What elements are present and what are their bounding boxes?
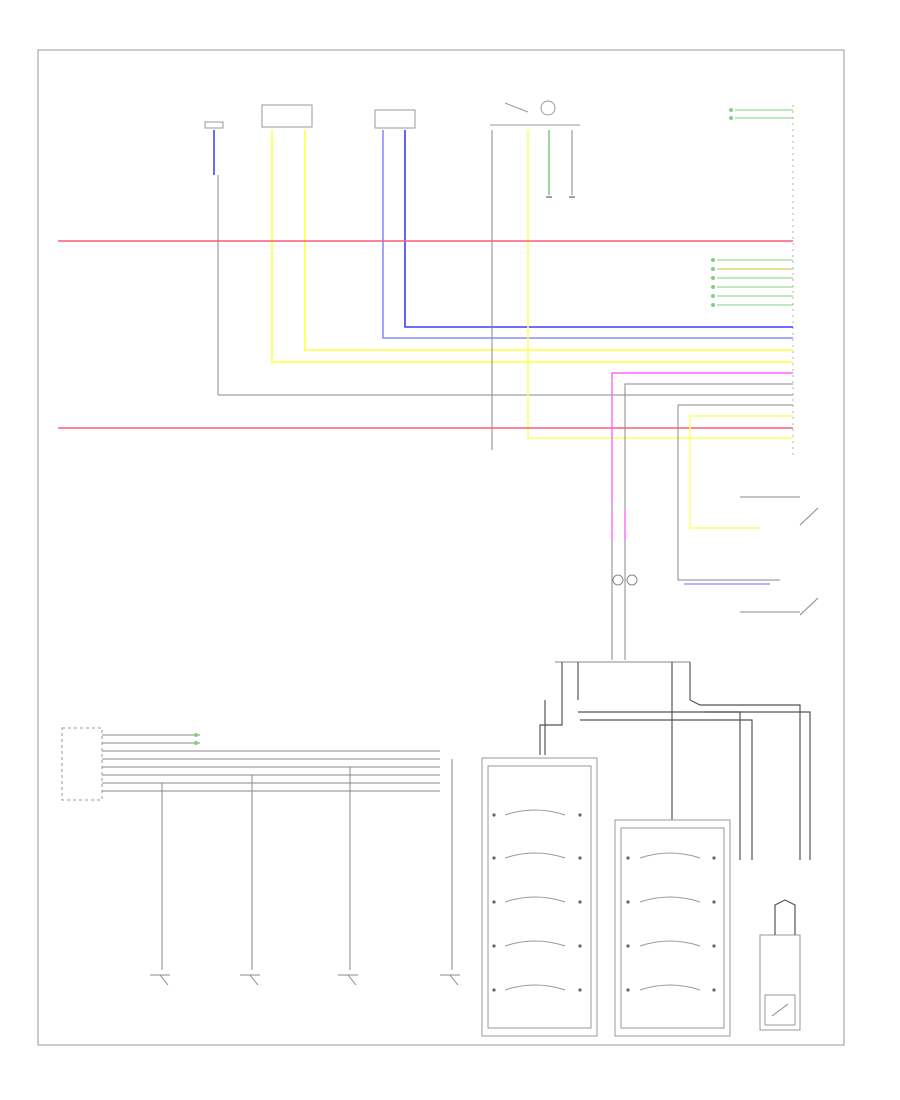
right-pin-group-upper [729,108,793,120]
relay-switch-2 [799,597,819,616]
wire-gray-3 [677,404,793,581]
relay-switch-1 [799,507,819,526]
lower-left-module [61,727,460,986]
diagram-frame [37,49,845,1046]
wire-switch-2 [527,130,793,439]
switch-pack-left [481,757,598,1037]
inline-connectors [555,505,690,663]
component-connector-3 [374,109,416,129]
right-pin-group-middle [711,258,793,307]
switch-lever [504,102,529,113]
wire-yellow-3 [689,415,793,529]
wire-yellow-2 [304,130,793,351]
vertical-feed-wires [213,130,793,450]
steering-wires [539,662,811,860]
wire-gray-2 [624,383,793,505]
wire-blue-dark [404,130,793,328]
power-buses [58,240,793,429]
top-component-group [204,100,580,129]
wire-blue-light [382,130,793,339]
horn-switch [759,899,801,1031]
component-connector-1 [204,121,224,129]
component-connector-2 [261,104,313,128]
lower-right-wires [611,372,819,616]
switch-symbol [540,100,556,116]
wire-magenta-1 [611,372,793,505]
wire-yellow-1 [271,130,793,363]
switch-pack-right [614,819,731,1037]
